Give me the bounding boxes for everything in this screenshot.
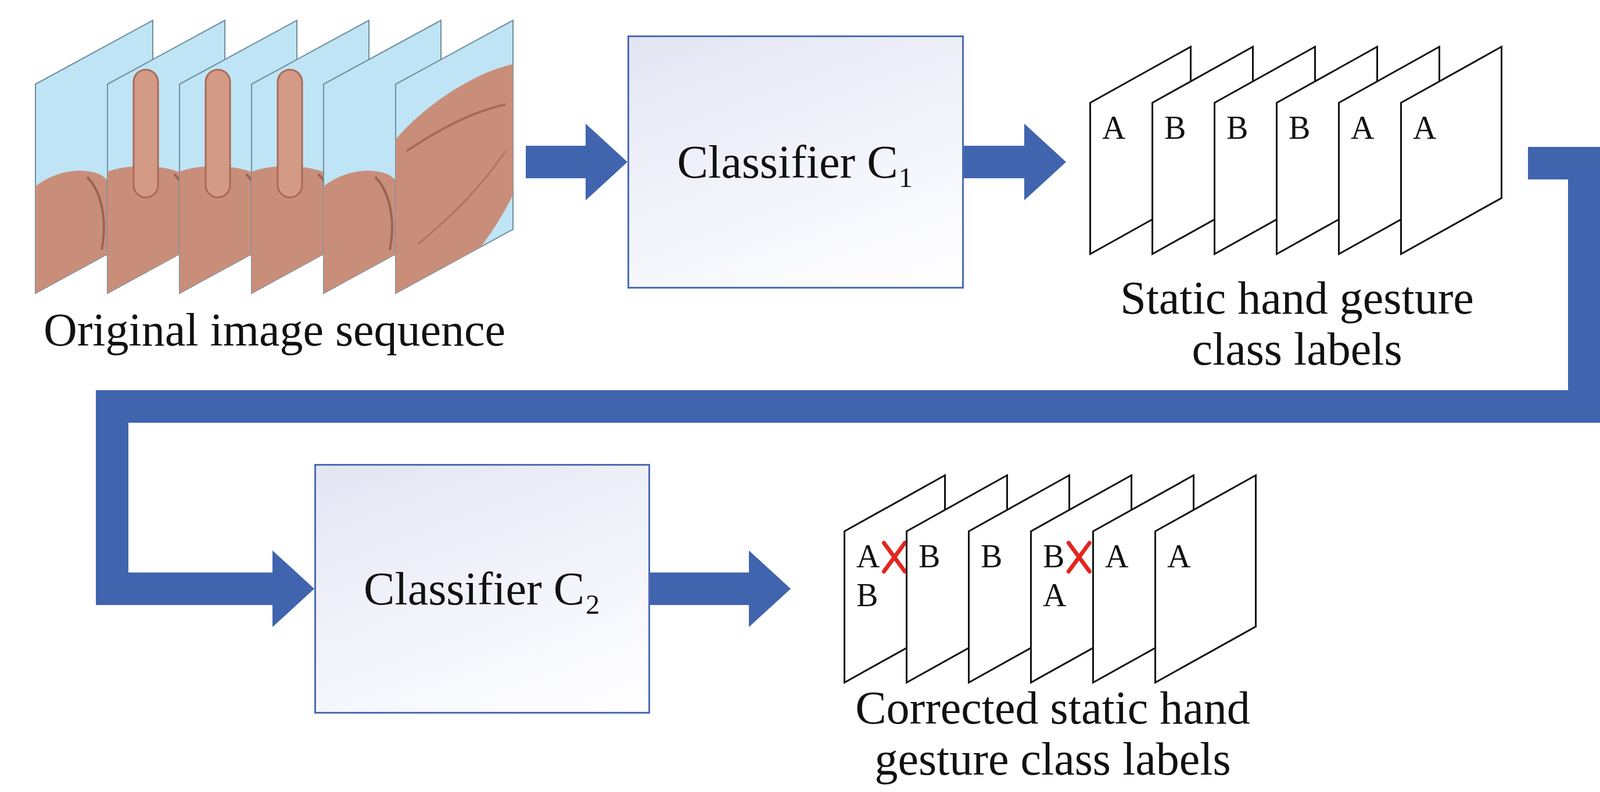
- class-label: B: [1288, 108, 1311, 148]
- classifier-box: Classifier C₂: [314, 464, 651, 715]
- hand-shade: [406, 104, 506, 152]
- cross-mark: [1068, 543, 1090, 572]
- labelled-group: Original image sequence: [23, 17, 526, 356]
- hand-fist: [29, 170, 120, 297]
- group-caption: Static hand gesture class labels: [1085, 272, 1510, 375]
- hand-shade: [375, 177, 393, 250]
- card-shape: [1401, 47, 1502, 255]
- labelled-group: Corrected static hand gesture class labe…: [790, 458, 1315, 785]
- cross-stroke: [883, 543, 905, 572]
- classifier-label: Classifier C₂: [363, 563, 601, 615]
- cross-stroke: [1068, 543, 1090, 572]
- hand-skin: [395, 63, 515, 297]
- block-arrow: [525, 123, 628, 201]
- hand-finger: [277, 69, 303, 198]
- class-label: A: [1042, 576, 1067, 616]
- class-label: B: [1042, 537, 1065, 577]
- block-arrow: [650, 550, 791, 628]
- block-arrow: [963, 123, 1067, 201]
- class-label: B: [1226, 108, 1248, 148]
- class-label: A: [1102, 108, 1126, 148]
- cross-mark: [883, 543, 905, 572]
- hand-shade: [418, 151, 506, 245]
- label-card: A: [1154, 474, 1257, 684]
- class-label: A: [856, 537, 880, 577]
- class-label: B: [1164, 108, 1186, 148]
- arrow-head: [272, 550, 315, 628]
- class-label: B: [856, 576, 878, 616]
- cross-stroke: [1068, 543, 1090, 572]
- hand-skin: [29, 170, 120, 297]
- image-frame: [395, 20, 515, 297]
- group-caption: Corrected static hand gesture class labe…: [840, 682, 1265, 785]
- card-outline: [1400, 45, 1503, 256]
- cross-stroke: [883, 543, 905, 572]
- label-card: A: [1400, 45, 1503, 256]
- hand-skin: [317, 170, 408, 297]
- class-label: A: [1167, 537, 1191, 577]
- hand-shade: [87, 177, 104, 250]
- hand-finger: [133, 69, 159, 198]
- group-caption: Original image sequence: [43, 304, 506, 356]
- card-shape: [1155, 475, 1257, 684]
- hand-open: [395, 63, 515, 297]
- class-label: B: [980, 537, 1003, 577]
- hand-finger: [205, 69, 231, 198]
- class-label: A: [1412, 108, 1437, 148]
- class-label: A: [1105, 537, 1129, 577]
- classifier-box: Classifier C₁: [627, 35, 964, 289]
- classifier-label: Classifier C₁: [677, 136, 915, 188]
- card-outline: [1154, 474, 1257, 684]
- hand-fist: [317, 170, 408, 297]
- labelled-group: Static hand gesture class labelsABBBAA: [1066, 29, 1528, 375]
- class-label: A: [1350, 108, 1375, 148]
- class-label: B: [918, 537, 941, 577]
